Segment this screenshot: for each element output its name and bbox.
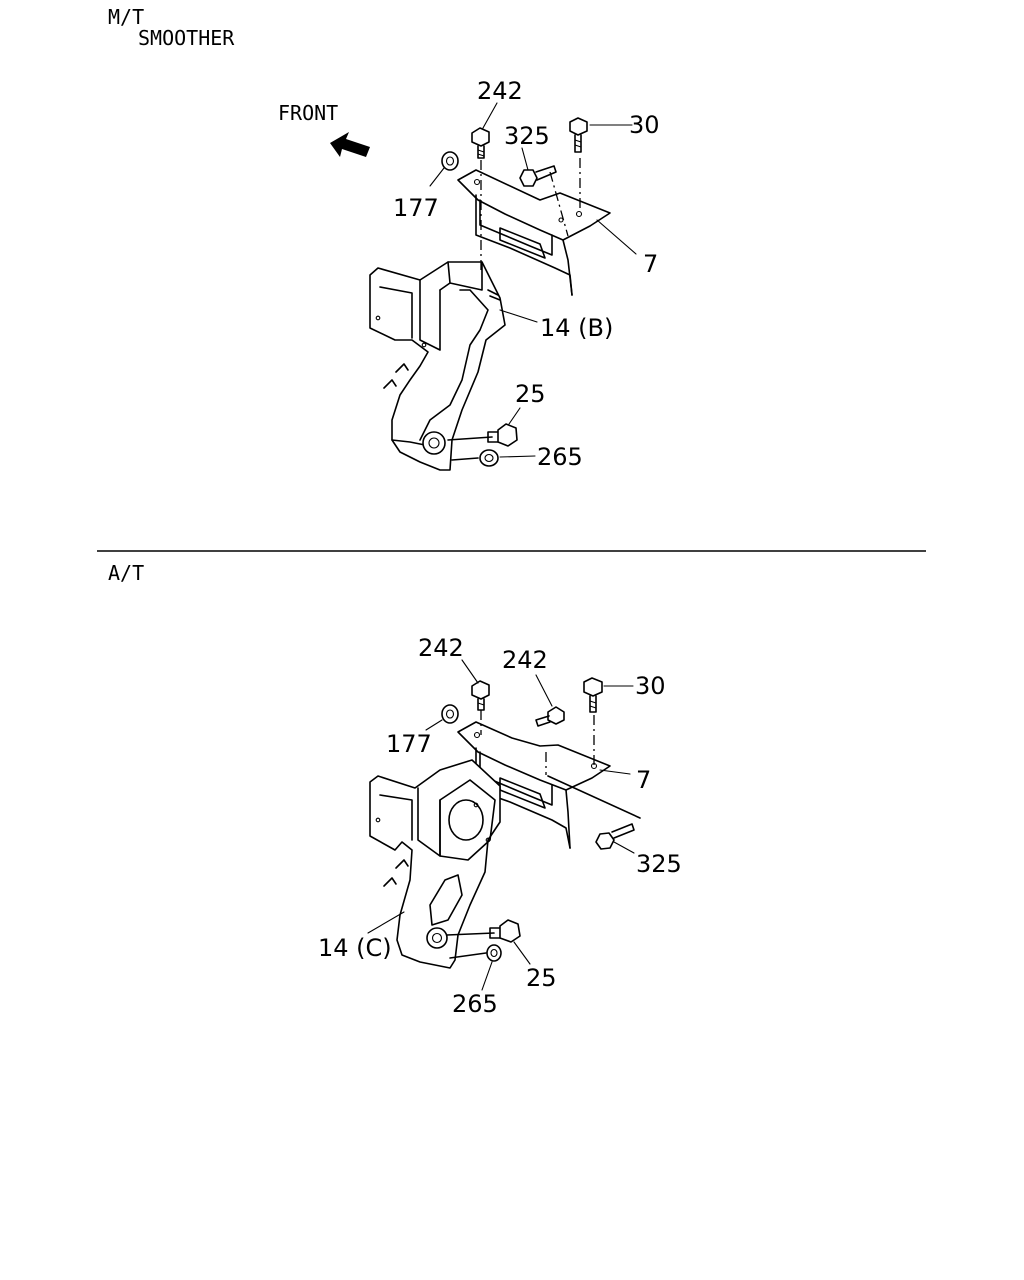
callout-242b: 242 [502, 646, 548, 674]
leader-line [508, 407, 521, 425]
mt-title: M/T [108, 5, 144, 29]
bolt-242-mt [471, 127, 490, 159]
nut-177-mt [441, 151, 459, 171]
callout-325: 325 [504, 122, 550, 150]
callout-7: 7 [636, 766, 651, 794]
leader-line [367, 911, 405, 934]
leader-line [482, 102, 498, 129]
bracket-14c-at [369, 759, 501, 969]
front-label: FRONT [278, 101, 338, 125]
nut-265-mt [451, 449, 499, 467]
leader-line [499, 309, 538, 323]
leader-line [599, 769, 631, 775]
callout-265: 265 [537, 443, 583, 471]
callout-242a: 242 [418, 634, 464, 662]
bracket-7-mt [457, 169, 611, 296]
callout-14b: 14 (B) [540, 314, 613, 342]
bolt-242a-at [471, 680, 490, 711]
callout-7: 7 [643, 250, 658, 278]
bracket-14b-mt [369, 261, 506, 471]
bolt-325-mt [519, 165, 557, 187]
leader-line [461, 659, 479, 684]
callout-177: 177 [386, 730, 432, 758]
leader-line [535, 674, 553, 707]
bolt-25-at [446, 919, 521, 943]
at-title: A/T [108, 561, 144, 585]
front-arrow-icon [330, 132, 370, 157]
bracket-7-at [457, 721, 611, 849]
bolt-30-at [583, 677, 603, 713]
callout-14c: 14 (C) [318, 934, 392, 962]
leader-line [425, 719, 443, 731]
callout-25: 25 [526, 964, 557, 992]
leader-line [429, 167, 445, 187]
callout-265: 265 [452, 990, 498, 1018]
mt-section: M/T SMOOTHER FRONT [108, 5, 660, 471]
callout-325: 325 [636, 850, 682, 878]
callout-242: 242 [477, 77, 523, 105]
mt-subtitle: SMOOTHER [138, 26, 235, 50]
leader-line [521, 147, 529, 171]
callout-177: 177 [393, 194, 439, 222]
leader-line [613, 841, 635, 854]
leader-line [499, 455, 536, 458]
bolt-30-mt [569, 117, 588, 153]
bolt-25-mt [447, 423, 518, 447]
guide-line [549, 171, 569, 237]
at-section: A/T [108, 561, 682, 1018]
leader-line [513, 941, 531, 965]
bolt-242b-at [535, 706, 565, 727]
leader-line [481, 961, 493, 991]
callout-30: 30 [635, 672, 666, 700]
bolt-325-at [547, 775, 641, 850]
callout-25: 25 [515, 380, 546, 408]
nut-265-at [449, 944, 502, 962]
nut-177-at [441, 704, 459, 724]
callout-30: 30 [629, 111, 660, 139]
leader-line [596, 219, 637, 255]
